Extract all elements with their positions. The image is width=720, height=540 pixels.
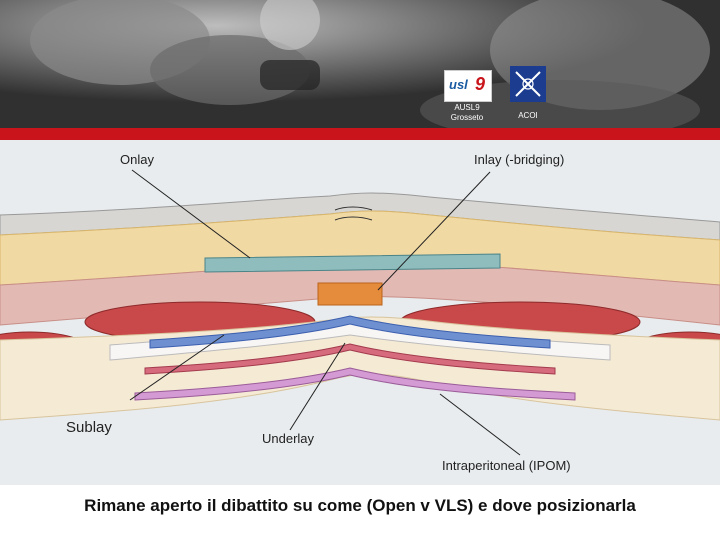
ausl-logo-number: 9 — [475, 74, 486, 94]
header-banner: usl 9 AUSL9 Grosseto ACOI — [0, 0, 720, 128]
label-onlay: Onlay — [120, 152, 154, 167]
label-inlay: Inlay (-bridging) — [474, 152, 565, 167]
mesh-layers-diagram — [0, 169, 720, 456]
label-sublay: Sublay — [66, 419, 112, 436]
acoi-emblem-icon — [515, 71, 541, 97]
ausl9-caption-line1: AUSL9 — [454, 103, 480, 112]
ausl9-caption-line2: Grosseto — [450, 113, 484, 122]
acoi-caption: ACOI — [518, 111, 538, 120]
abdominal-wall-illustration: Onlay Inlay (-bridging) Sublay Underlay … — [0, 140, 720, 485]
slide-caption: Rimane aperto il dibattito su come (Open… — [84, 496, 636, 515]
acoi-logo — [510, 66, 546, 102]
label-underlay: Underlay — [262, 431, 315, 446]
label-ipom: Intraperitoneal (IPOM) — [442, 458, 571, 473]
surgery-photo — [0, 0, 720, 128]
red-divider — [0, 128, 720, 140]
ausl9-logo: usl 9 — [444, 70, 492, 102]
ausl9-caption: AUSL9 Grosseto — [440, 103, 494, 123]
ausl-logo-text: usl — [449, 77, 468, 92]
